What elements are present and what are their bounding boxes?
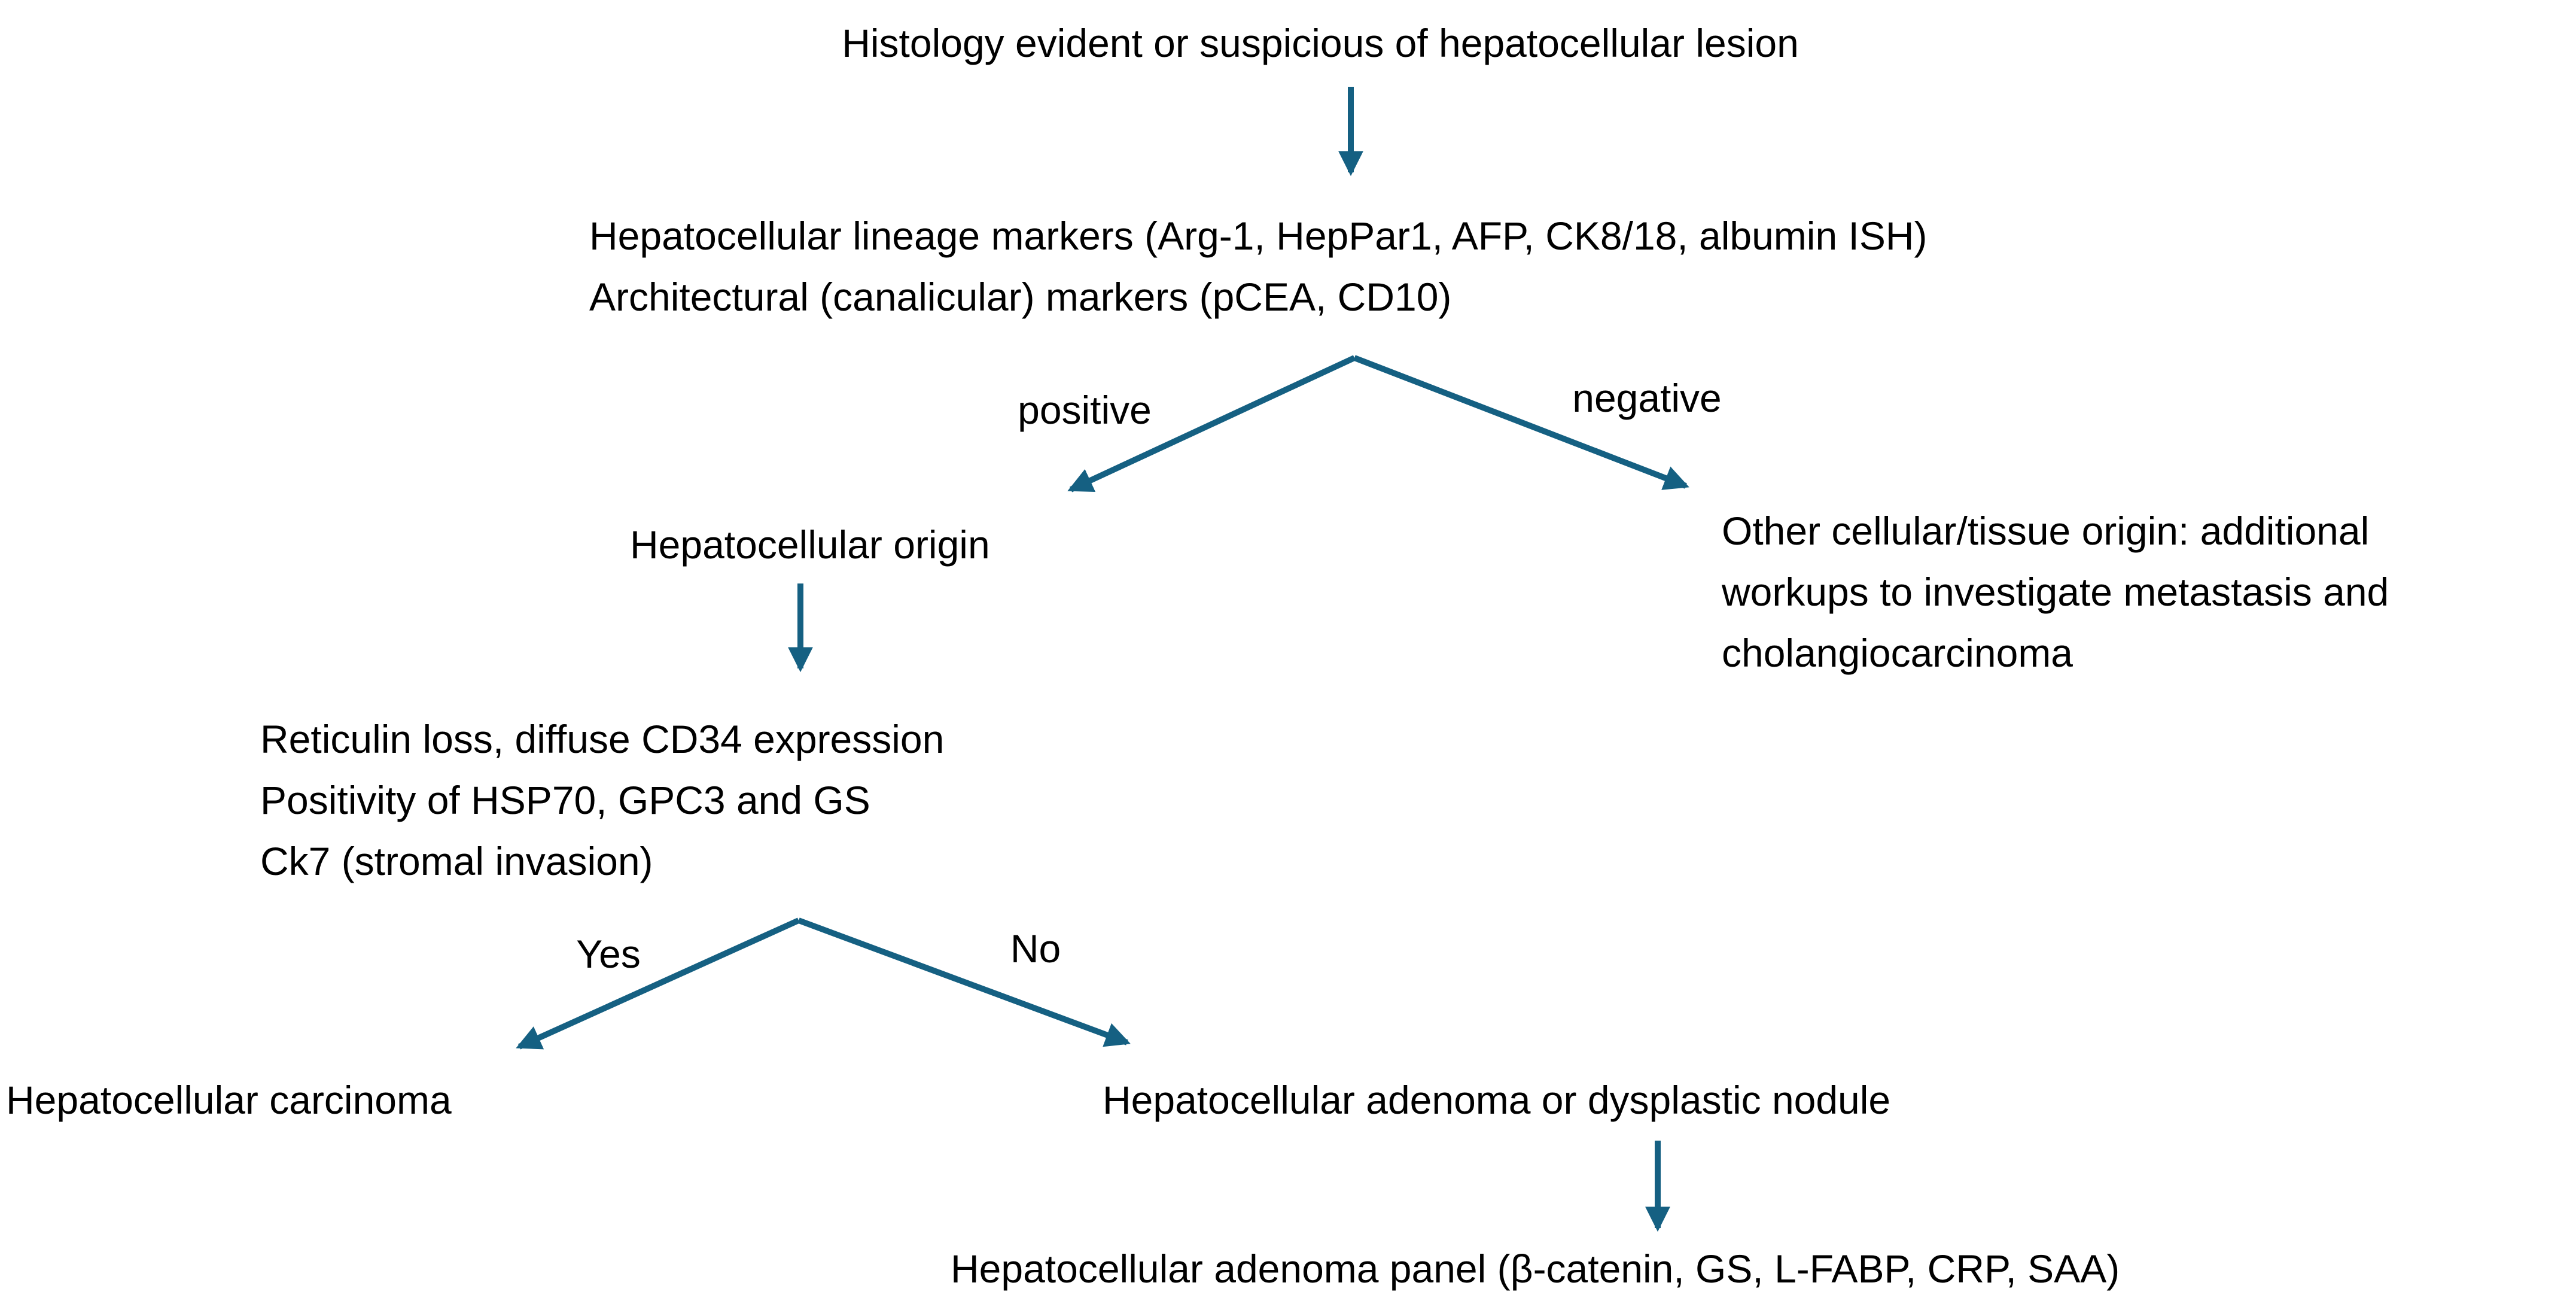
node-histology: Histology evident or suspicious of hepat… (842, 21, 1799, 65)
edge-label-positive: positive (1018, 388, 1152, 432)
node-reticulin: Reticulin loss, diffuse CD34 expression … (260, 709, 944, 892)
node-adenoma-panel: Hepatocellular adenoma panel (β-catenin,… (951, 1247, 2120, 1291)
arrow-reticulin-yes-branch (516, 917, 800, 1050)
node-other-origin-line3: cholangiocarcinoma (1722, 631, 2073, 675)
arrow-reticulin-no-branch (797, 917, 1131, 1047)
node-reticulin-line1: Reticulin loss, diffuse CD34 expression (260, 717, 945, 761)
node-adenoma: Hepatocellular adenoma or dysplastic nod… (1103, 1078, 1891, 1122)
node-carcinoma: Hepatocellular carcinoma (6, 1078, 452, 1122)
node-other-origin-line1: Other cellular/tissue origin: additional (1722, 509, 2370, 553)
edge-label-no: No (1010, 926, 1061, 971)
node-lineage-markers-line1: Hepatocellular lineage markers (Arg-1, H… (589, 214, 1928, 258)
node-other-origin-line2: workups to investigate metastasis and (1722, 570, 2389, 614)
node-lineage-markers: Hepatocellular lineage markers (Arg-1, H… (589, 205, 1928, 327)
node-reticulin-line3: Ck7 (stromal invasion) (260, 839, 653, 883)
node-lineage-markers-line2: Architectural (canalicular) markers (pCE… (589, 275, 1452, 319)
edge-label-yes: Yes (576, 932, 641, 976)
node-reticulin-line2: Positivity of HSP70, GPC3 and GS (260, 778, 870, 822)
node-hepatocellular-origin: Hepatocellular origin (630, 522, 990, 567)
edge-label-negative: negative (1572, 376, 1722, 420)
node-other-origin: Other cellular/tissue origin: additional… (1722, 500, 2389, 683)
